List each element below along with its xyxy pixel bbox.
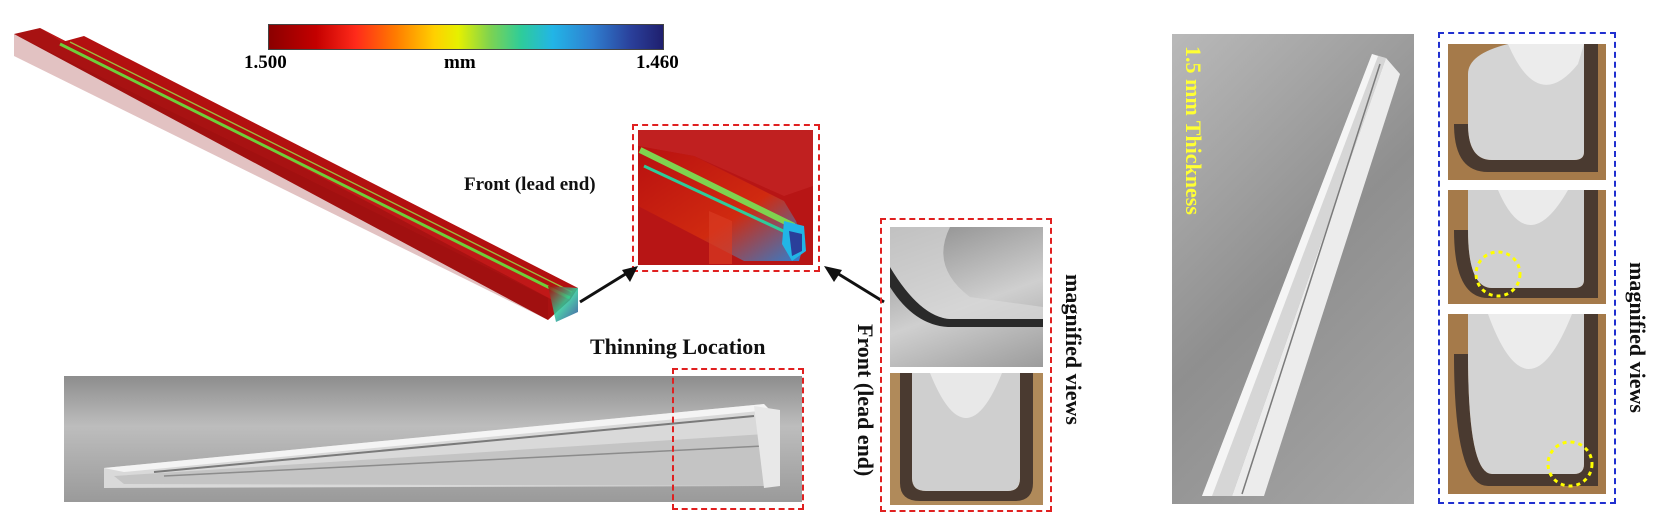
thinning-location-label: Thinning Location [590,334,766,359]
thickness-colorbar [268,24,664,50]
arrow-to-zoom-left [579,266,638,304]
defect-marker-circle-1 [1474,250,1522,298]
right-magnified-view-2 [1448,190,1606,304]
physical-channel-photo [64,376,802,502]
left-magnified-view-top [890,227,1043,367]
left-magnified-views-frame [880,218,1052,512]
right-magnified-view-3 [1448,314,1606,494]
arrow-to-zoom-right [824,266,885,304]
right-magnified-views-frame [1438,32,1616,504]
right-magnified-view-1 [1448,44,1606,180]
physical-channel-shape [104,404,780,488]
simulation-channel-model [14,28,578,322]
thickness-label: 1.5 mm Thickness [1181,46,1206,215]
defect-marker-circle-2 [1546,440,1594,488]
left-magnified-views-label: magnified views [1061,274,1086,425]
colorbar-max-label: 1.460 [636,52,679,73]
left-magnified-view-bottom [890,373,1043,505]
front-lead-end-vertical-label: Front (lead end) [853,324,878,477]
right-magnified-views-label: magnified views [1625,262,1650,413]
colorbar-unit-label: mm [444,52,476,73]
front-lead-end-label: Front (lead end) [464,174,596,195]
full-channel-photo [1172,34,1414,504]
simulation-zoom-frame [632,124,820,272]
colorbar-min-label: 1.500 [244,52,287,73]
simulation-zoom-image [638,130,813,265]
thinning-location-frame [672,368,804,510]
full-channel-shape [1202,54,1400,496]
